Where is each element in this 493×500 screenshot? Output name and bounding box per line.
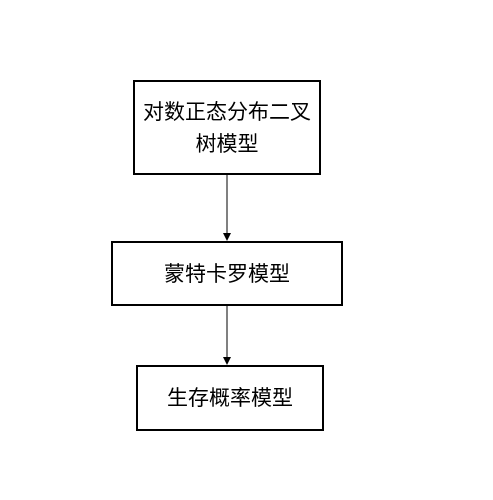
node-label: 蒙特卡罗模型 <box>164 261 290 286</box>
node-monte-carlo-model: 蒙特卡罗模型 <box>111 241 343 306</box>
node-survival-probability-model: 生存概率模型 <box>136 365 324 431</box>
node-label: 对数正态分布二叉树模型 <box>143 99 311 156</box>
node-label: 生存概率模型 <box>167 386 293 410</box>
node-lognormal-binomial-tree-model: 对数正态分布二叉树模型 <box>133 80 321 175</box>
